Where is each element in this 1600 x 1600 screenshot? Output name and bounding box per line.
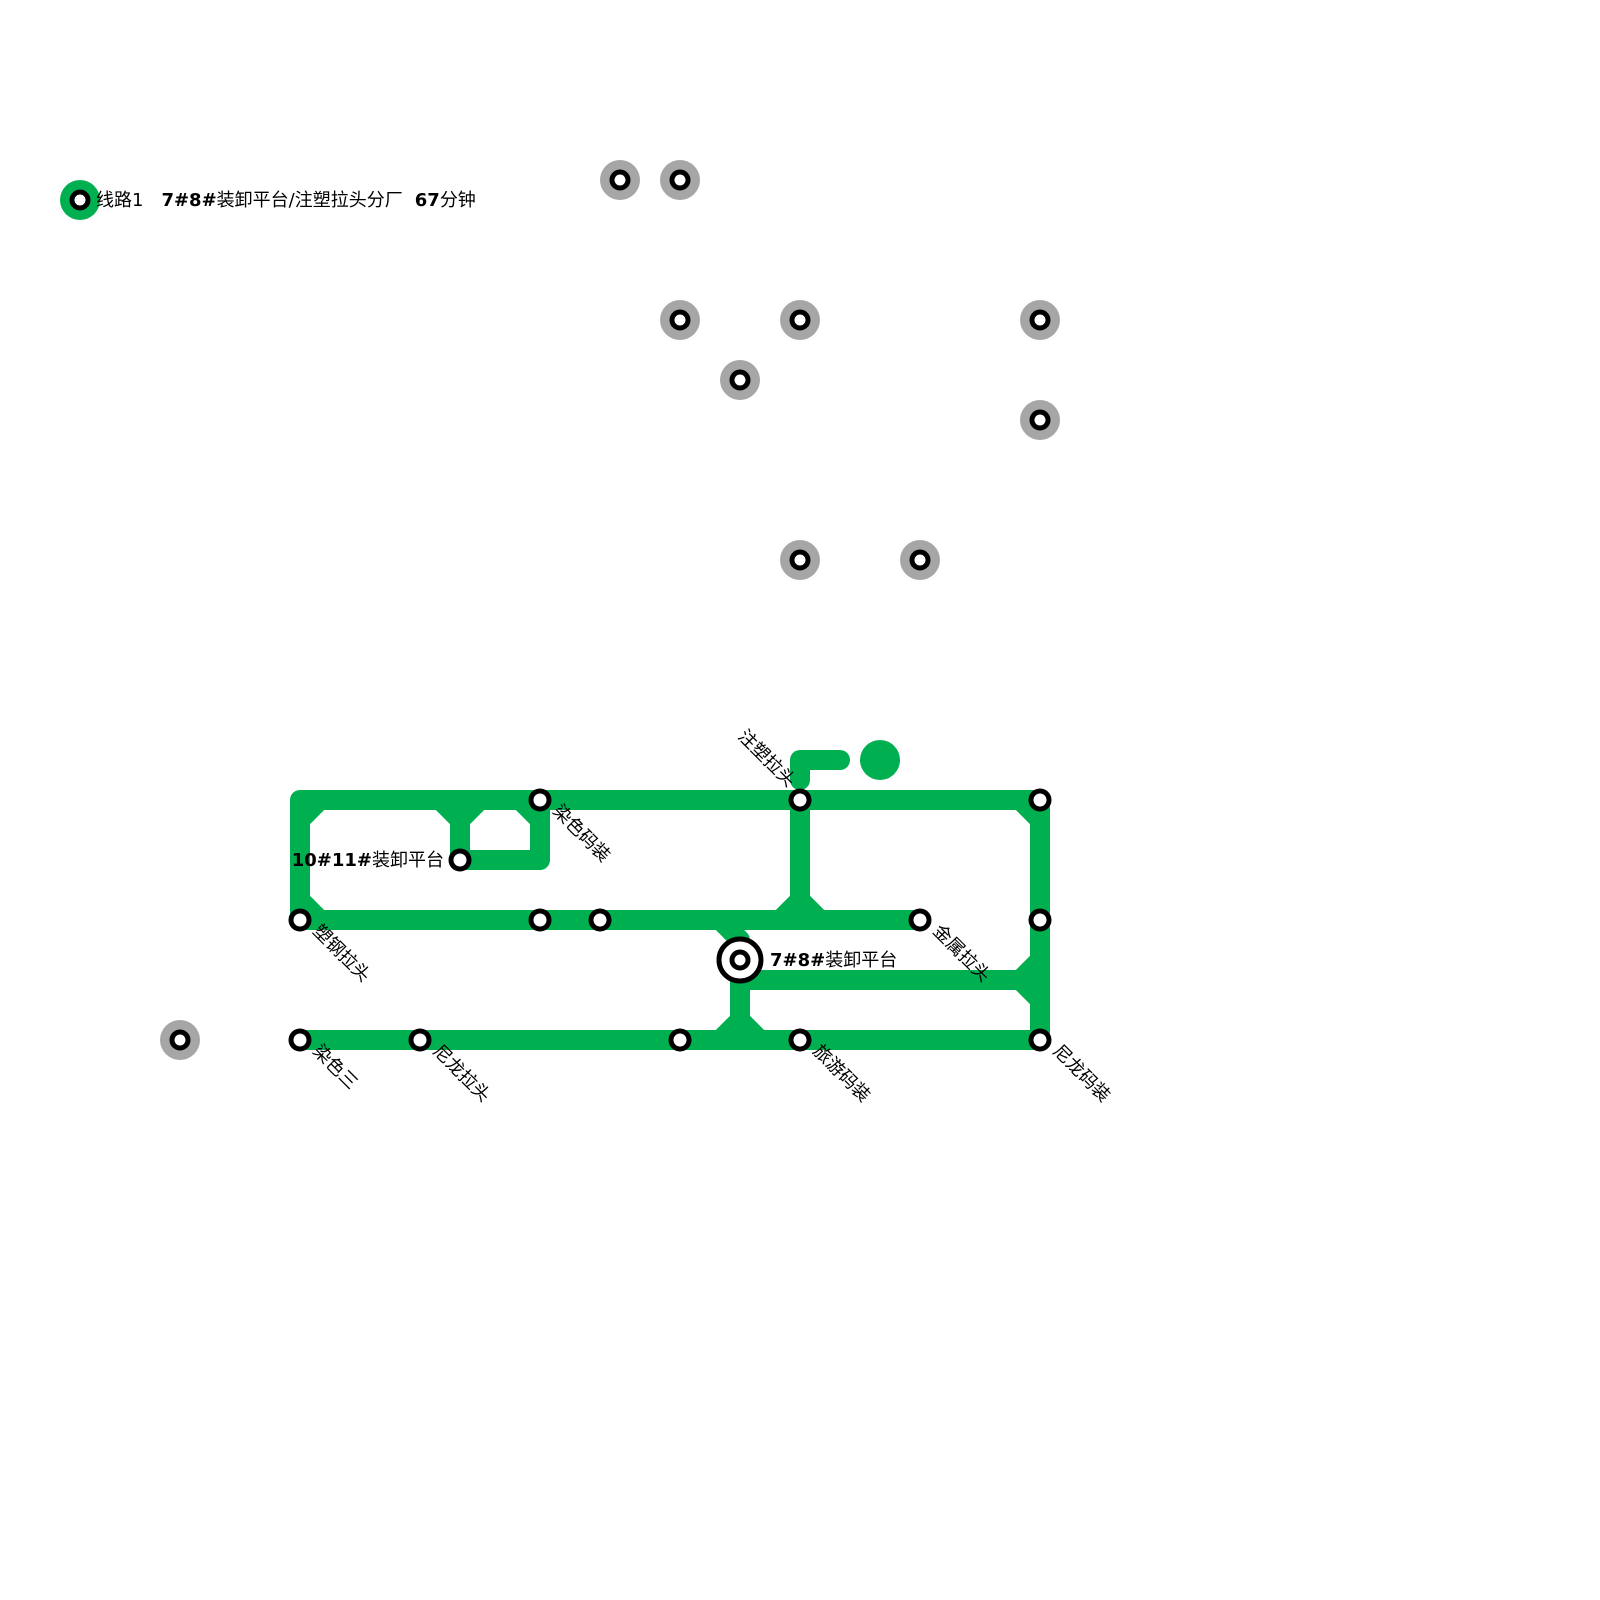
- route-corner-right: [1010, 790, 1050, 830]
- station-nilong-latou[interactable]: [408, 1028, 432, 1052]
- station-lvyou-mazhuang[interactable]: [788, 1028, 812, 1052]
- inactive-stations: [160, 160, 1060, 1060]
- station-zhusu-latou[interactable]: [788, 788, 812, 812]
- inactive-station[interactable]: [720, 360, 760, 400]
- route-corner-left: [290, 790, 330, 930]
- station-ranse-san[interactable]: [288, 1028, 312, 1052]
- station-platform-10-11[interactable]: [448, 848, 472, 872]
- station-mid-1[interactable]: [528, 908, 552, 932]
- station-bottom-mid[interactable]: [668, 1028, 692, 1052]
- terminus-dot-icon: [860, 740, 900, 780]
- label-ranse-mazhuang: 染色码装: [548, 801, 614, 867]
- inactive-station[interactable]: [160, 1020, 200, 1060]
- route-spur: [790, 750, 850, 790]
- legend-station-center: [69, 189, 91, 211]
- interchange-platform-7-8[interactable]: [716, 936, 764, 984]
- label-sugang-latou: 塑钢拉头: [308, 921, 374, 987]
- label-lvyou-mazhuang: 旅游码装: [808, 1041, 874, 1107]
- inactive-station[interactable]: [1020, 300, 1060, 340]
- route-inner-loop: [710, 950, 1050, 1050]
- station-jinshu-latou[interactable]: [908, 908, 932, 932]
- station-ranse-mazhuang[interactable]: [528, 788, 552, 812]
- station-nilong-mazhuang[interactable]: [1028, 1028, 1052, 1052]
- label-platform-7-8: 7#8#装卸平台: [770, 950, 897, 971]
- inactive-station[interactable]: [900, 540, 940, 580]
- route-lines: [290, 750, 1050, 1050]
- label-nilong-latou: 尼龙拉头: [428, 1041, 494, 1107]
- inactive-station[interactable]: [780, 540, 820, 580]
- label-platform-10-11: 10#11#装卸平台: [292, 850, 444, 871]
- stations: [288, 788, 1052, 1052]
- station-sugang-latou[interactable]: [288, 908, 312, 932]
- label-nilong-mazhuang: 尼龙码装: [1048, 1041, 1114, 1107]
- inactive-station[interactable]: [1020, 400, 1060, 440]
- label-zhusu-latou: 注塑拉头: [734, 726, 800, 792]
- station-mid-2[interactable]: [588, 908, 612, 932]
- station-top-right[interactable]: [1028, 788, 1052, 812]
- inactive-station[interactable]: [780, 300, 820, 340]
- station-right-mid[interactable]: [1028, 908, 1052, 932]
- inactive-station[interactable]: [660, 300, 700, 340]
- route-bend-platform: [710, 910, 750, 950]
- inactive-station[interactable]: [660, 160, 700, 200]
- inactive-station[interactable]: [600, 160, 640, 200]
- route-hex-upper: [450, 790, 550, 830]
